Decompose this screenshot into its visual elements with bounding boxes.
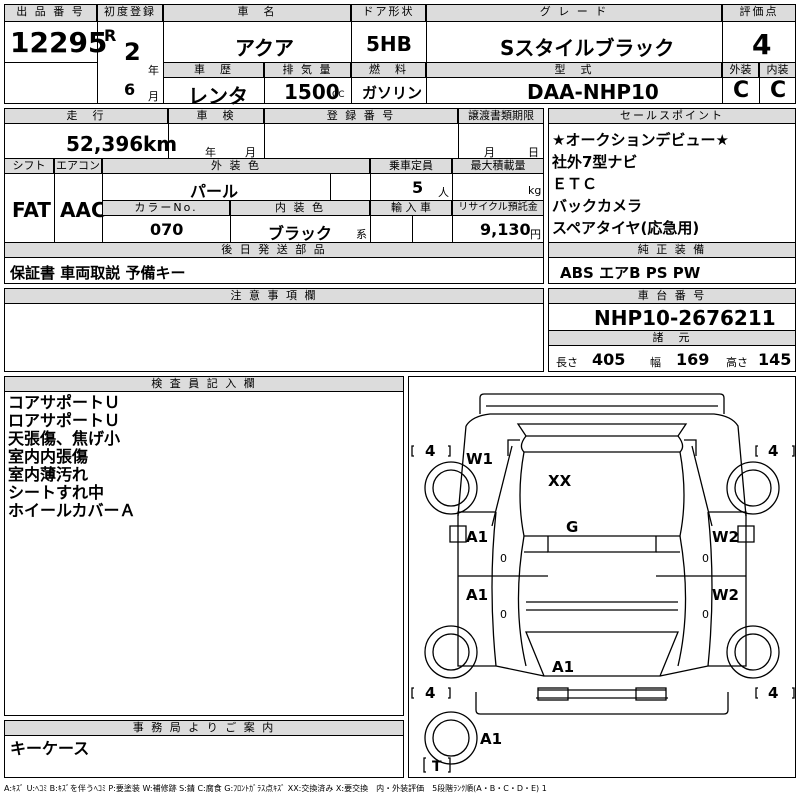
- inspector-line: コアサポートＵ: [8, 393, 121, 412]
- mark-w2-front-door: W2: [712, 528, 739, 546]
- mark-a1-rear-door: A1: [466, 586, 488, 604]
- capacity: 5: [412, 178, 424, 197]
- inspector-line: ロアサポートＵ: [8, 411, 121, 430]
- spare-tire: T: [432, 759, 442, 775]
- length: 405: [592, 350, 626, 369]
- tire-fl: 4: [425, 442, 435, 460]
- name-label: 車 名: [163, 4, 351, 22]
- grade: Sスタイルブラック: [500, 36, 675, 60]
- sales-line: スペアタイヤ(応急用): [552, 219, 700, 237]
- history: レンタ: [188, 84, 248, 108]
- mark-w1: W1: [466, 450, 493, 468]
- sales-line: ＥＴＣ: [552, 175, 598, 193]
- office-note: キーケース: [10, 739, 90, 758]
- car-diagram-frame: [408, 376, 796, 778]
- later-parts: 保証書 車両取説 予備キー: [10, 264, 186, 282]
- ext-rating: C: [733, 78, 750, 103]
- legend: A:ｷｽﾞ U:ﾍｺﾐ B:ｷｽﾞを伴うﾍｺﾐ P:要塗装 W:補修跡 S:錆 …: [4, 784, 547, 793]
- width: 169: [676, 350, 710, 369]
- mark-a1-bumper: A1: [480, 730, 502, 748]
- tire-rr: 4: [768, 684, 778, 702]
- lot-number: 12295: [10, 26, 108, 59]
- int-rating: C: [770, 78, 787, 103]
- equipment: ABS エアB PS PW: [560, 264, 701, 282]
- score-label: 評価点: [722, 4, 796, 22]
- displacement: 1500: [284, 80, 340, 104]
- door-label: ドア形状: [351, 4, 426, 22]
- reg-year: 2: [124, 38, 141, 66]
- svg-text:0: 0: [500, 552, 507, 565]
- door-type: 5HB: [366, 32, 412, 56]
- tire-fr: 4: [768, 442, 778, 460]
- mark-g: G: [566, 518, 578, 536]
- inspector-line: シートすれ中: [8, 483, 105, 502]
- inspector-line: 天張傷、焦げ小: [8, 429, 121, 448]
- svg-text:0: 0: [702, 552, 709, 565]
- shift: FAT: [12, 198, 51, 222]
- mark-xx: XX: [548, 472, 572, 490]
- model: DAA-NHP10: [527, 80, 659, 104]
- sales-line: バックカメラ: [552, 197, 643, 215]
- inspector-line: ホイールカバーＡ: [8, 501, 136, 520]
- mileage: 52,396: [66, 132, 144, 156]
- reg-month: 6: [124, 80, 136, 99]
- grade-label: グ レ ー ド: [426, 4, 722, 22]
- mark-w2-rear-door: W2: [712, 586, 739, 604]
- era: R: [104, 26, 117, 45]
- chassis-number: NHP10-2676211: [594, 306, 776, 330]
- lot-label: 出 品 番 号: [4, 4, 97, 22]
- aircon: AAC: [60, 198, 106, 222]
- color-no: 070: [150, 220, 184, 239]
- inspector-line: 室内薄汚れ: [8, 465, 89, 484]
- ext-color: パール: [190, 182, 239, 201]
- reg-label: 初度登録: [97, 4, 163, 22]
- svg-text:0: 0: [702, 608, 709, 621]
- mark-a1-front-door: A1: [466, 528, 488, 546]
- score: 4: [752, 28, 772, 61]
- car-name: アクア: [235, 36, 294, 60]
- car-diagram: 4 4 4 4 T W1 XX G A1 W2 A1 W2 A1 A1 0 0 …: [411, 393, 795, 775]
- inspector-line: 室内内張傷: [8, 447, 89, 466]
- svg-text:0: 0: [500, 608, 507, 621]
- int-color: ブラック: [268, 224, 333, 243]
- mark-a1-rear: A1: [552, 658, 574, 676]
- recycle-fee: 9,130: [480, 220, 531, 239]
- height: 145: [758, 350, 792, 369]
- fuel: ガソリン: [362, 84, 423, 102]
- sales-line: 社外7型ナビ: [552, 153, 638, 171]
- tire-rl: 4: [425, 684, 435, 702]
- sales-line: ★オークションデビュー★: [552, 131, 729, 149]
